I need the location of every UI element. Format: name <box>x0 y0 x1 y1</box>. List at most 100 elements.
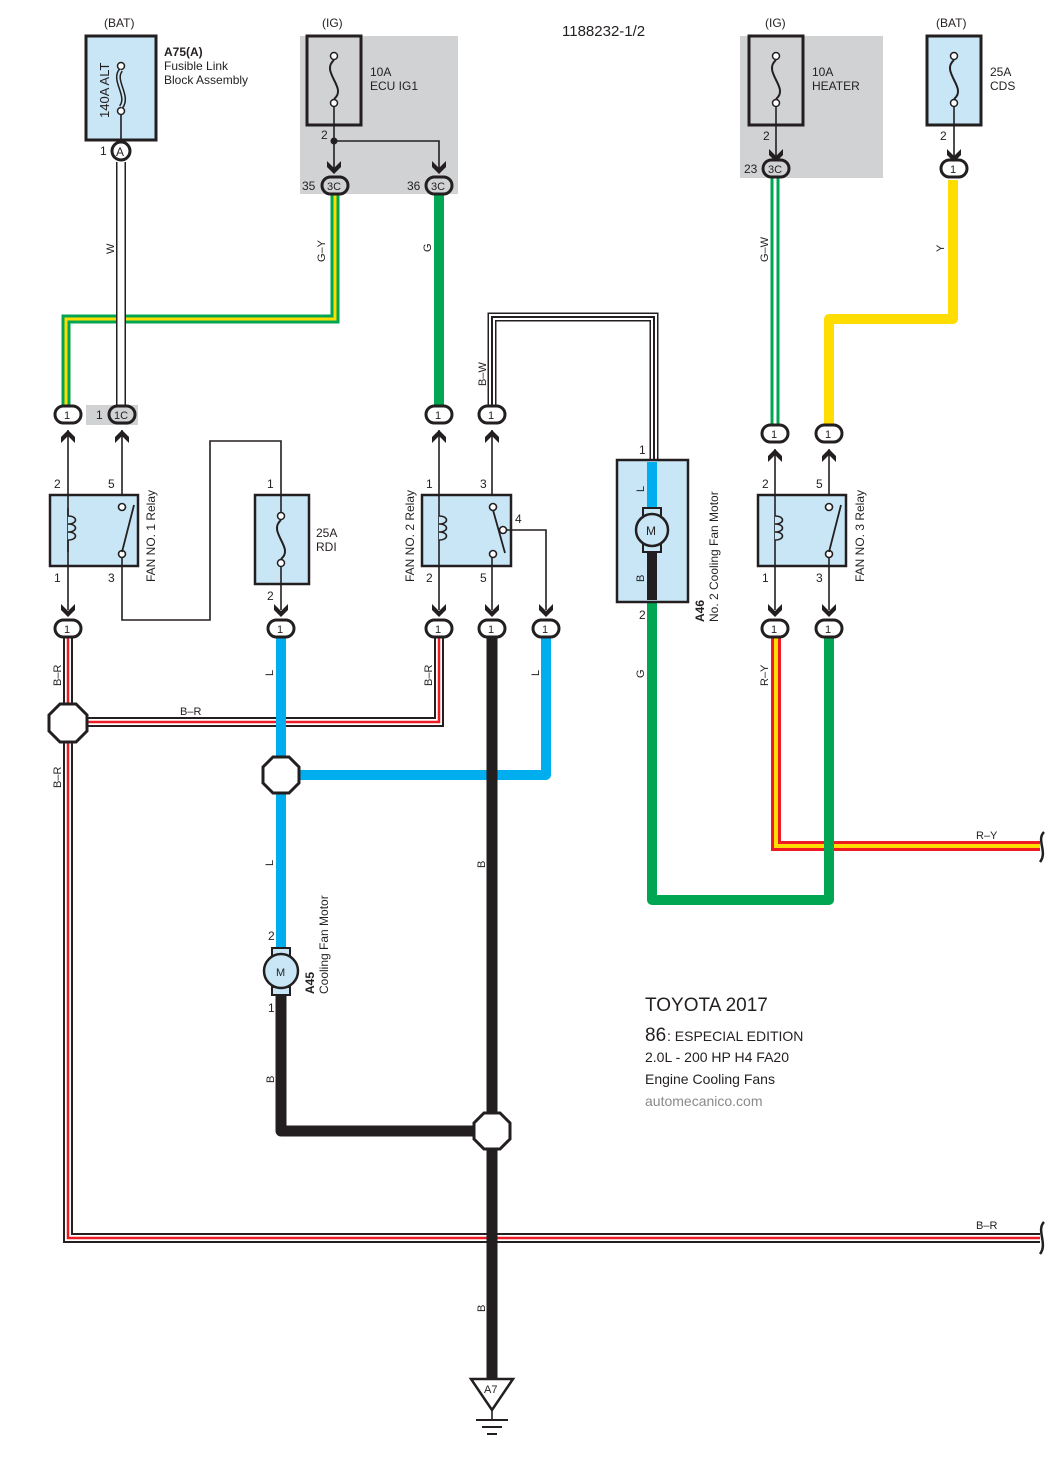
component-desc: Block Assembly <box>164 73 248 87</box>
wire-b-r-relay2 <box>68 638 444 727</box>
wire-label-l: L <box>264 670 276 676</box>
pin-label: 5 <box>480 571 487 585</box>
wire-label-g-w: G–W <box>759 236 771 262</box>
pin-label: 5 <box>816 477 823 491</box>
relay-name: FAN NO. 2 Relay <box>403 490 417 582</box>
wire-y <box>824 180 958 425</box>
wire-label-g: G <box>422 243 434 252</box>
connector-relay1-pin2 <box>53 404 83 425</box>
supply-label: (IG) <box>322 16 343 30</box>
connector-cds-1 <box>939 158 969 179</box>
pin-label: 1 <box>762 571 769 585</box>
connector-relay3-pin3 <box>814 618 844 639</box>
connector-id: A <box>116 145 124 159</box>
fuse-amp: 10A <box>812 65 833 79</box>
connector-id: 1 <box>771 624 777 636</box>
connector-id: 1C <box>114 410 128 422</box>
pin-label: 3 <box>816 571 823 585</box>
wire-label-b: B <box>476 861 488 868</box>
pin-label: 2 <box>426 571 433 585</box>
continuation-icon <box>1038 831 1046 863</box>
connector-id: 1 <box>64 410 70 422</box>
fan-no1-relay <box>48 430 282 621</box>
heater-junction-block <box>740 36 883 178</box>
motor-name: Cooling Fan Motor <box>317 895 331 994</box>
pin-label: 23 <box>744 162 758 176</box>
motor-symbol: M <box>276 967 285 979</box>
pin-label: 3 <box>480 477 487 491</box>
splice-junction-b-r <box>47 702 89 744</box>
engine-spec: 2.0L - 200 HP H4 FA20 <box>645 1049 789 1065</box>
component-code: A45 <box>303 972 317 994</box>
connector-id: 1 <box>277 624 283 636</box>
connector-relay1-pin1 <box>53 618 83 639</box>
connector-id: 1 <box>64 624 70 636</box>
wire-label-y: Y <box>935 244 947 252</box>
pin-label: 2 <box>268 929 275 943</box>
connector-id: 1 <box>825 429 831 441</box>
splice-junction-b <box>472 1111 512 1151</box>
wire-label-r-y: R–Y <box>759 664 771 686</box>
connector-id: 3C <box>768 164 782 176</box>
pin-label: 4 <box>515 512 522 526</box>
wire-label-w: W <box>105 243 117 254</box>
connector-id: 1 <box>950 164 956 176</box>
motor-a46 <box>615 458 690 604</box>
fuse-amp: 25A <box>990 65 1011 79</box>
supply-label: (IG) <box>765 16 786 30</box>
component-desc: Fusible Link <box>164 59 229 73</box>
pin-label: 2 <box>762 477 769 491</box>
connector-id: 1 <box>435 624 441 636</box>
connector-relay3-pin2 <box>760 423 790 444</box>
connector-id: 1 <box>488 410 494 422</box>
pin-label: 1 <box>267 477 274 491</box>
pin-label: 2 <box>267 589 274 603</box>
fuse-25a-cds <box>925 34 983 156</box>
wire-label-b-r: B–R <box>52 665 64 686</box>
wire-label-b: B <box>265 1076 277 1083</box>
connector-3c-36 <box>424 175 454 196</box>
pin-label: 1 <box>639 443 646 457</box>
wire-label-b-r: B–R <box>976 1220 997 1232</box>
fusible-link-rating: 140A ALT <box>97 63 112 118</box>
ground-a7 <box>468 1377 516 1435</box>
fuse-amp: 25A <box>316 526 337 540</box>
connector-id: 3C <box>327 181 341 193</box>
wire-label-g-y: G–Y <box>316 239 328 262</box>
ground-code: A7 <box>484 1384 497 1396</box>
wire-l-relay2 <box>281 638 551 780</box>
wire-label-r-y: R–Y <box>976 830 998 842</box>
motor-inner-label: B <box>635 575 647 582</box>
pin-label: 1 <box>54 571 61 585</box>
wire-label-l: L <box>264 860 276 866</box>
relay-name: FAN NO. 1 Relay <box>144 490 158 582</box>
supply-label: (BAT) <box>104 16 134 30</box>
website: automecanico.com <box>645 1093 763 1109</box>
pin-label: 1 <box>96 408 103 422</box>
wire-label-b-r: B–R <box>52 767 64 788</box>
connector-id: 3C <box>431 181 445 193</box>
connector-relay2-pin1 <box>424 404 454 425</box>
connector-relay3-pin5 <box>814 423 844 444</box>
wire-label-b-r: B–R <box>423 665 435 686</box>
motor-symbol: M <box>646 524 656 538</box>
fuse-name: RDI <box>316 540 337 554</box>
wire-label-g: G <box>635 669 647 678</box>
pin-label: 2 <box>940 129 947 143</box>
connector-id: 1 <box>825 624 831 636</box>
component-code: A46 <box>693 600 707 622</box>
splice-junction-l <box>261 755 301 795</box>
continuation-icon <box>1038 1221 1046 1255</box>
connector-relay3-pin1 <box>760 618 790 639</box>
wire-label-l: L <box>530 670 542 676</box>
fuse-10a-heater <box>747 34 805 156</box>
wire-g-a46 <box>647 600 834 905</box>
fuse-10a-ecu-ig1 <box>305 34 440 170</box>
vehicle-make: TOYOTA 2017 <box>645 995 768 1016</box>
diagram-id: 1188232-1/2 <box>562 23 645 40</box>
connector-3c-35 <box>320 175 350 196</box>
vehicle-edition: : ESPECIAL EDITION <box>667 1028 803 1044</box>
connector-relay2-pin4 <box>531 618 561 639</box>
fuse-name: CDS <box>990 79 1015 93</box>
